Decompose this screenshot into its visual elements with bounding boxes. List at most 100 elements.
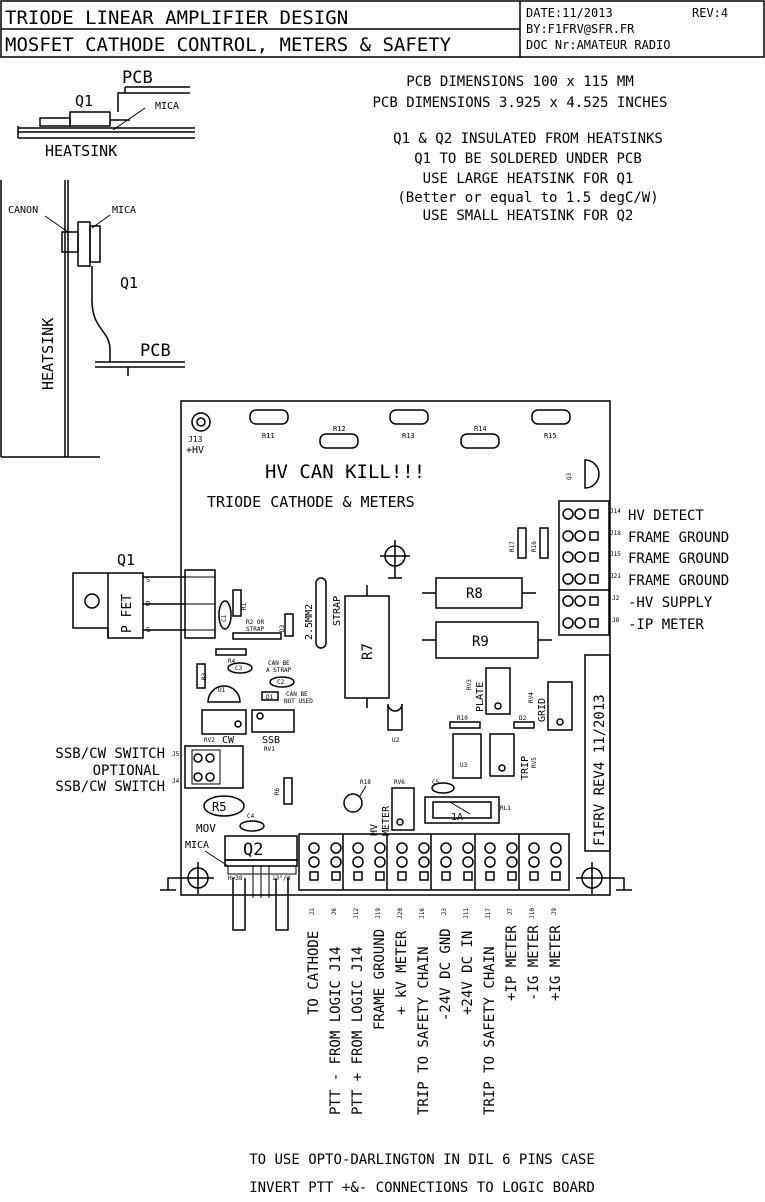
label-d1: D1 <box>266 694 274 701</box>
bottom-pin-j10 <box>528 842 540 881</box>
label-r6: R6 <box>274 787 281 795</box>
connector-j8: J8 -IP METER <box>562 617 704 633</box>
label-r1: R1 <box>241 602 248 610</box>
bottom-j9: J9 +IG METER <box>548 908 564 1001</box>
label-rv2: RV2 <box>204 737 215 744</box>
mount-side-pcb-label: PCB <box>140 341 171 361</box>
mount-top-heatsink-label: HEATSINK <box>45 142 117 160</box>
bottom-j9-id: J9 <box>551 908 558 916</box>
left-switch-labels: SSB/CW SWITCH OPTIONAL SSB/CW SWITCH <box>55 746 165 795</box>
label-hv-meter-meter: METER <box>381 805 392 836</box>
label-cw: CW <box>222 735 235 746</box>
bottom-pin-j3 <box>440 842 452 881</box>
bottom-j19-id: J19 <box>375 908 382 919</box>
q1-pfet: Q1 P FET S D G <box>72 551 185 639</box>
label-j4: J4 <box>172 778 180 785</box>
footer-line-1: TO USE OPTO-DARLINGTON IN DIL 6 PINS CAS… <box>249 1152 595 1168</box>
bottom-j19-label: FRAME GROUND <box>372 929 388 1030</box>
connector-j15: J15 FRAME GROUND <box>562 551 729 567</box>
label-d3: D3 <box>279 624 286 632</box>
bottom-j11-id: J11 <box>463 908 470 919</box>
bottom-j12-id: J12 <box>353 908 360 919</box>
connector-j15-id: J15 <box>610 551 621 558</box>
title-line-2: MOSFET CATHODE CONTROL, METERS & SAFETY <box>5 34 452 56</box>
bottom-pin-j12 <box>352 842 364 881</box>
label-q2-height: H=38 <box>228 875 243 882</box>
bottom-j16-id: J16 <box>419 908 426 919</box>
board-subtitle: TRIODE CATHODE & METERS <box>207 493 415 511</box>
bottom-j16: J16 TRIP TO SAFETY CHAIN <box>416 908 432 1115</box>
q1-label: Q1 <box>117 551 135 569</box>
mount-side-mica-label: MICA <box>112 205 136 216</box>
label-r8: R8 <box>466 586 483 602</box>
mount-side-q1-label: Q1 <box>120 274 138 292</box>
bottom-j1-label: TO CATHODE <box>306 931 322 1015</box>
mount-side-canon-label: CANON <box>8 205 38 216</box>
bottom-j9-label: +IG METER <box>548 925 564 1001</box>
label-r7: R7 <box>360 643 376 660</box>
bottom-pin-j6 <box>330 842 342 881</box>
label-c3: C3 <box>235 665 243 672</box>
connector-j18-id: J18 <box>610 530 621 537</box>
bottom-j17: J17 TRIP TO SAFETY CHAIN <box>482 908 498 1115</box>
label-a-strap: A STRAP <box>266 667 292 674</box>
connector-j2-id: J2 <box>612 595 620 602</box>
bottom-j17-id: J17 <box>485 908 492 919</box>
connector-j2-label: -HV SUPPLY <box>628 595 713 611</box>
bottom-j7: J7 +IP METER <box>504 908 520 1001</box>
label-optional: OPTIONAL <box>93 763 160 779</box>
label-rv1: RV1 <box>264 746 275 753</box>
title-line-1: TRIODE LINEAR AMPLIFIER DESIGN <box>5 7 348 29</box>
pcb-board: J13 +HV R11 R12 R13 R14 R15 HV CAN KILL!… <box>160 400 632 931</box>
label-not-used: NOT USED <box>284 698 313 705</box>
label-ssb-cw-switch-2: SSB/CW SWITCH <box>55 779 165 795</box>
label-r16: R16 <box>531 541 538 552</box>
label-r11: R11 <box>262 432 275 440</box>
bottom-pin-j16 <box>418 842 430 881</box>
warning-hv-can-kill: HV CAN KILL!!! <box>265 461 425 483</box>
bottom-j6-id: J6 <box>331 908 338 916</box>
label-strap: STRAP <box>332 596 343 626</box>
connector-j21-id: J21 <box>610 573 621 580</box>
bottom-j10-label: -IG METER <box>526 925 542 1001</box>
mount-top-pcb-label: PCB <box>122 68 153 88</box>
q1-type-label: P FET <box>120 594 135 633</box>
bottom-j20-label: + kV METER <box>394 930 410 1015</box>
label-ssb-cw-switch-1: SSB/CW SWITCH <box>55 746 165 762</box>
note-large-heatsink: USE LARGE HEATSINK FOR Q1 <box>423 171 634 187</box>
label-c4: C4 <box>247 813 255 820</box>
label-mica-q2: MICA <box>185 840 209 851</box>
bottom-pin-j11 <box>462 842 474 881</box>
label-q2-thermal: 13°/W <box>272 875 290 882</box>
bottom-j11: J11 +24V DC IN <box>460 908 476 1015</box>
bottom-j11-label: +24V DC IN <box>460 931 476 1015</box>
mount-top-mica-label: MICA <box>155 101 179 112</box>
label-mov: MOV <box>196 822 216 835</box>
bottom-pin-j7 <box>506 842 518 881</box>
label-can-be-2: CAN BE <box>286 691 308 698</box>
label-r4: R4 <box>228 658 236 665</box>
label-c5: C5 <box>432 779 440 786</box>
connector-j18-label: FRAME GROUND <box>628 530 729 546</box>
notes: PCB DIMENSIONS 100 x 115 MM PCB DIMENSIO… <box>372 74 667 224</box>
label-r17: R17 <box>509 541 516 552</box>
connector-j14: J14 HV DETECT <box>562 508 704 524</box>
connector-j15-label: FRAME GROUND <box>628 551 729 567</box>
mount-side-heatsink-label: HEATSINK <box>39 318 57 390</box>
title-by: BY:F1FRV@SFR.FR <box>526 22 635 36</box>
label-ssb: SSB <box>262 735 280 746</box>
connector-j2: J2 -HV SUPPLY <box>562 595 713 611</box>
note-insulated: Q1 & Q2 INSULATED FROM HEATSINKS <box>393 131 663 147</box>
bottom-pin-j20 <box>396 842 408 881</box>
label-r9: R9 <box>472 634 489 650</box>
note-degc: (Better or equal to 1.5 degC/W) <box>397 190 658 206</box>
bottom-j20: J20 + kV METER <box>394 908 410 1015</box>
label-r18: R18 <box>360 779 371 786</box>
bottom-j10: J10 -IG METER <box>526 908 542 1001</box>
label-q3: Q3 <box>566 472 573 480</box>
bottom-j6-label: PTT - FROM LOGIC J14 <box>328 946 344 1115</box>
bottom-j19: J19 FRAME GROUND <box>372 908 388 1030</box>
label-plate: PLATE <box>475 682 486 712</box>
bottom-j10-id: J10 <box>529 908 536 919</box>
